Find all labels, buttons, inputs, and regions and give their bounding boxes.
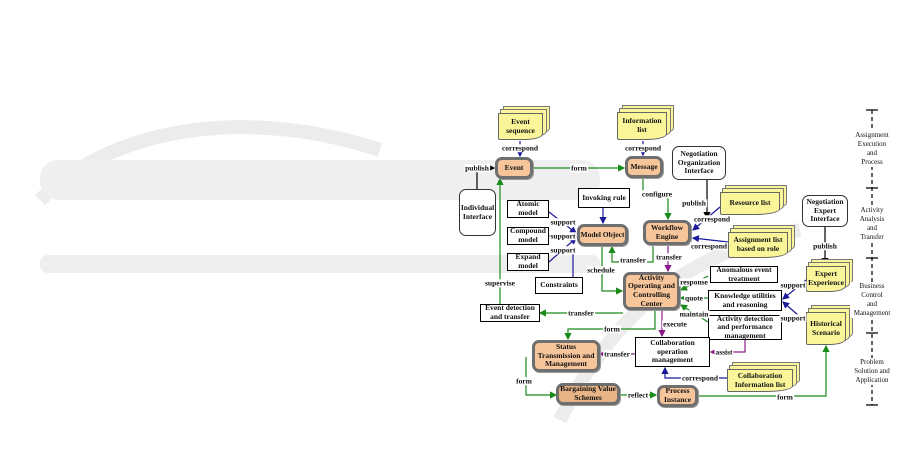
watermark-band <box>40 160 600 200</box>
edge-label-transfer: transfer <box>619 255 647 265</box>
workflow-engine-node: Workflow Engine <box>643 220 691 245</box>
edge-label-form: form <box>776 392 794 402</box>
edge-label-correspond: correspond <box>680 373 720 383</box>
layer-label-problem-solution: Problem Solution and Application <box>850 358 894 386</box>
edge-label-configure: configure <box>640 189 674 199</box>
edge-label-support: support <box>549 217 577 227</box>
event-sequence-doc: Event sequence <box>498 113 543 140</box>
watermark-band <box>40 255 600 273</box>
historical-scenario-doc: Historical Scenario <box>806 312 846 345</box>
edge-label-quote: quote <box>684 293 704 303</box>
edge-label-response: response <box>679 277 709 287</box>
edge-label-transfer: transfer <box>655 252 683 262</box>
edge-label-correspond: correspond <box>500 143 540 153</box>
constraints-box: Constraints <box>535 277 583 294</box>
atomic-model-box: Atomic model <box>507 200 549 218</box>
assignment-list-doc: Assignment list based on role <box>728 232 788 258</box>
individual-interface: Individual Interface <box>459 189 496 236</box>
compound-model-box: Compound model <box>507 227 549 245</box>
edge-label-publish: publish <box>464 163 490 173</box>
edge-label-correspond: correspond <box>623 143 663 153</box>
edge-label-support: support <box>549 231 577 241</box>
layer-label-business-control: Business Control and Management <box>850 282 894 319</box>
negotiation-organization-interface: Negotiation Organization Interface <box>672 146 726 180</box>
edge-label-correspond: correspond <box>689 241 729 251</box>
message-node: Message <box>625 156 663 178</box>
edge-label-support: support <box>779 313 807 323</box>
expand-model-box: Expand model <box>507 253 549 271</box>
edge-label-schedule: schedule <box>586 265 616 275</box>
layer-label-assignment: Assignment Execution and Process <box>850 131 894 168</box>
edge-label-supervise: supervise <box>484 278 516 288</box>
negotiation-expert-interface: Negotiation Expert Interface <box>802 195 848 227</box>
edge-label-transfer: transfer <box>567 308 595 318</box>
activity-detection-box: Activity detection and performance manag… <box>708 314 782 340</box>
process-instance-node: Process Instance <box>657 385 698 407</box>
bargaining-value-node: Bargaining Value Schemes <box>556 383 620 405</box>
edge-label-reflect: reflect <box>626 390 650 400</box>
model-object-node: Model Object <box>577 224 628 246</box>
edge-label-publish: publish <box>812 241 838 251</box>
expert-experience-doc: Expert Experience <box>806 266 846 292</box>
edge-label-form: form <box>603 324 621 334</box>
edge-label-assist: assist <box>714 347 734 357</box>
edge-label-form: form <box>515 376 533 386</box>
collaboration-operation-box: Collaboration operation management <box>635 337 710 367</box>
information-list-doc: Information list <box>617 112 667 140</box>
status-transmission-node: Status Transmission and Management <box>532 340 600 372</box>
edge-label-transfer: transfer <box>603 349 631 359</box>
event-node: Event <box>495 157 533 179</box>
edge-label-publish: publish <box>681 198 707 208</box>
event-detection-box: Event detection and transfer <box>480 304 540 322</box>
edge-label-support: support <box>549 245 577 255</box>
layer-label-activity-analysis: Activity Analysis and Transfer <box>850 206 894 243</box>
resource-list-doc: Resource list <box>720 192 780 215</box>
collaboration-info-list-doc: Collaboration Information list <box>727 369 793 392</box>
edge-label-support: support <box>779 280 807 290</box>
edge-label-maintain: maintain <box>678 309 710 319</box>
anomalous-event-box: Anomalous event treatment <box>710 265 778 283</box>
edge-label-form: form <box>570 163 588 173</box>
activity-center-node: Activity Operating and Controlling Cente… <box>623 272 680 310</box>
edge-label-execute: execute <box>662 319 688 329</box>
edge-label-correspond: correspond <box>692 214 732 224</box>
invoking-rule-box: Invoking rule <box>578 188 630 208</box>
knowledge-utilities-box: Knowledge utilities and reasoning <box>708 290 782 311</box>
